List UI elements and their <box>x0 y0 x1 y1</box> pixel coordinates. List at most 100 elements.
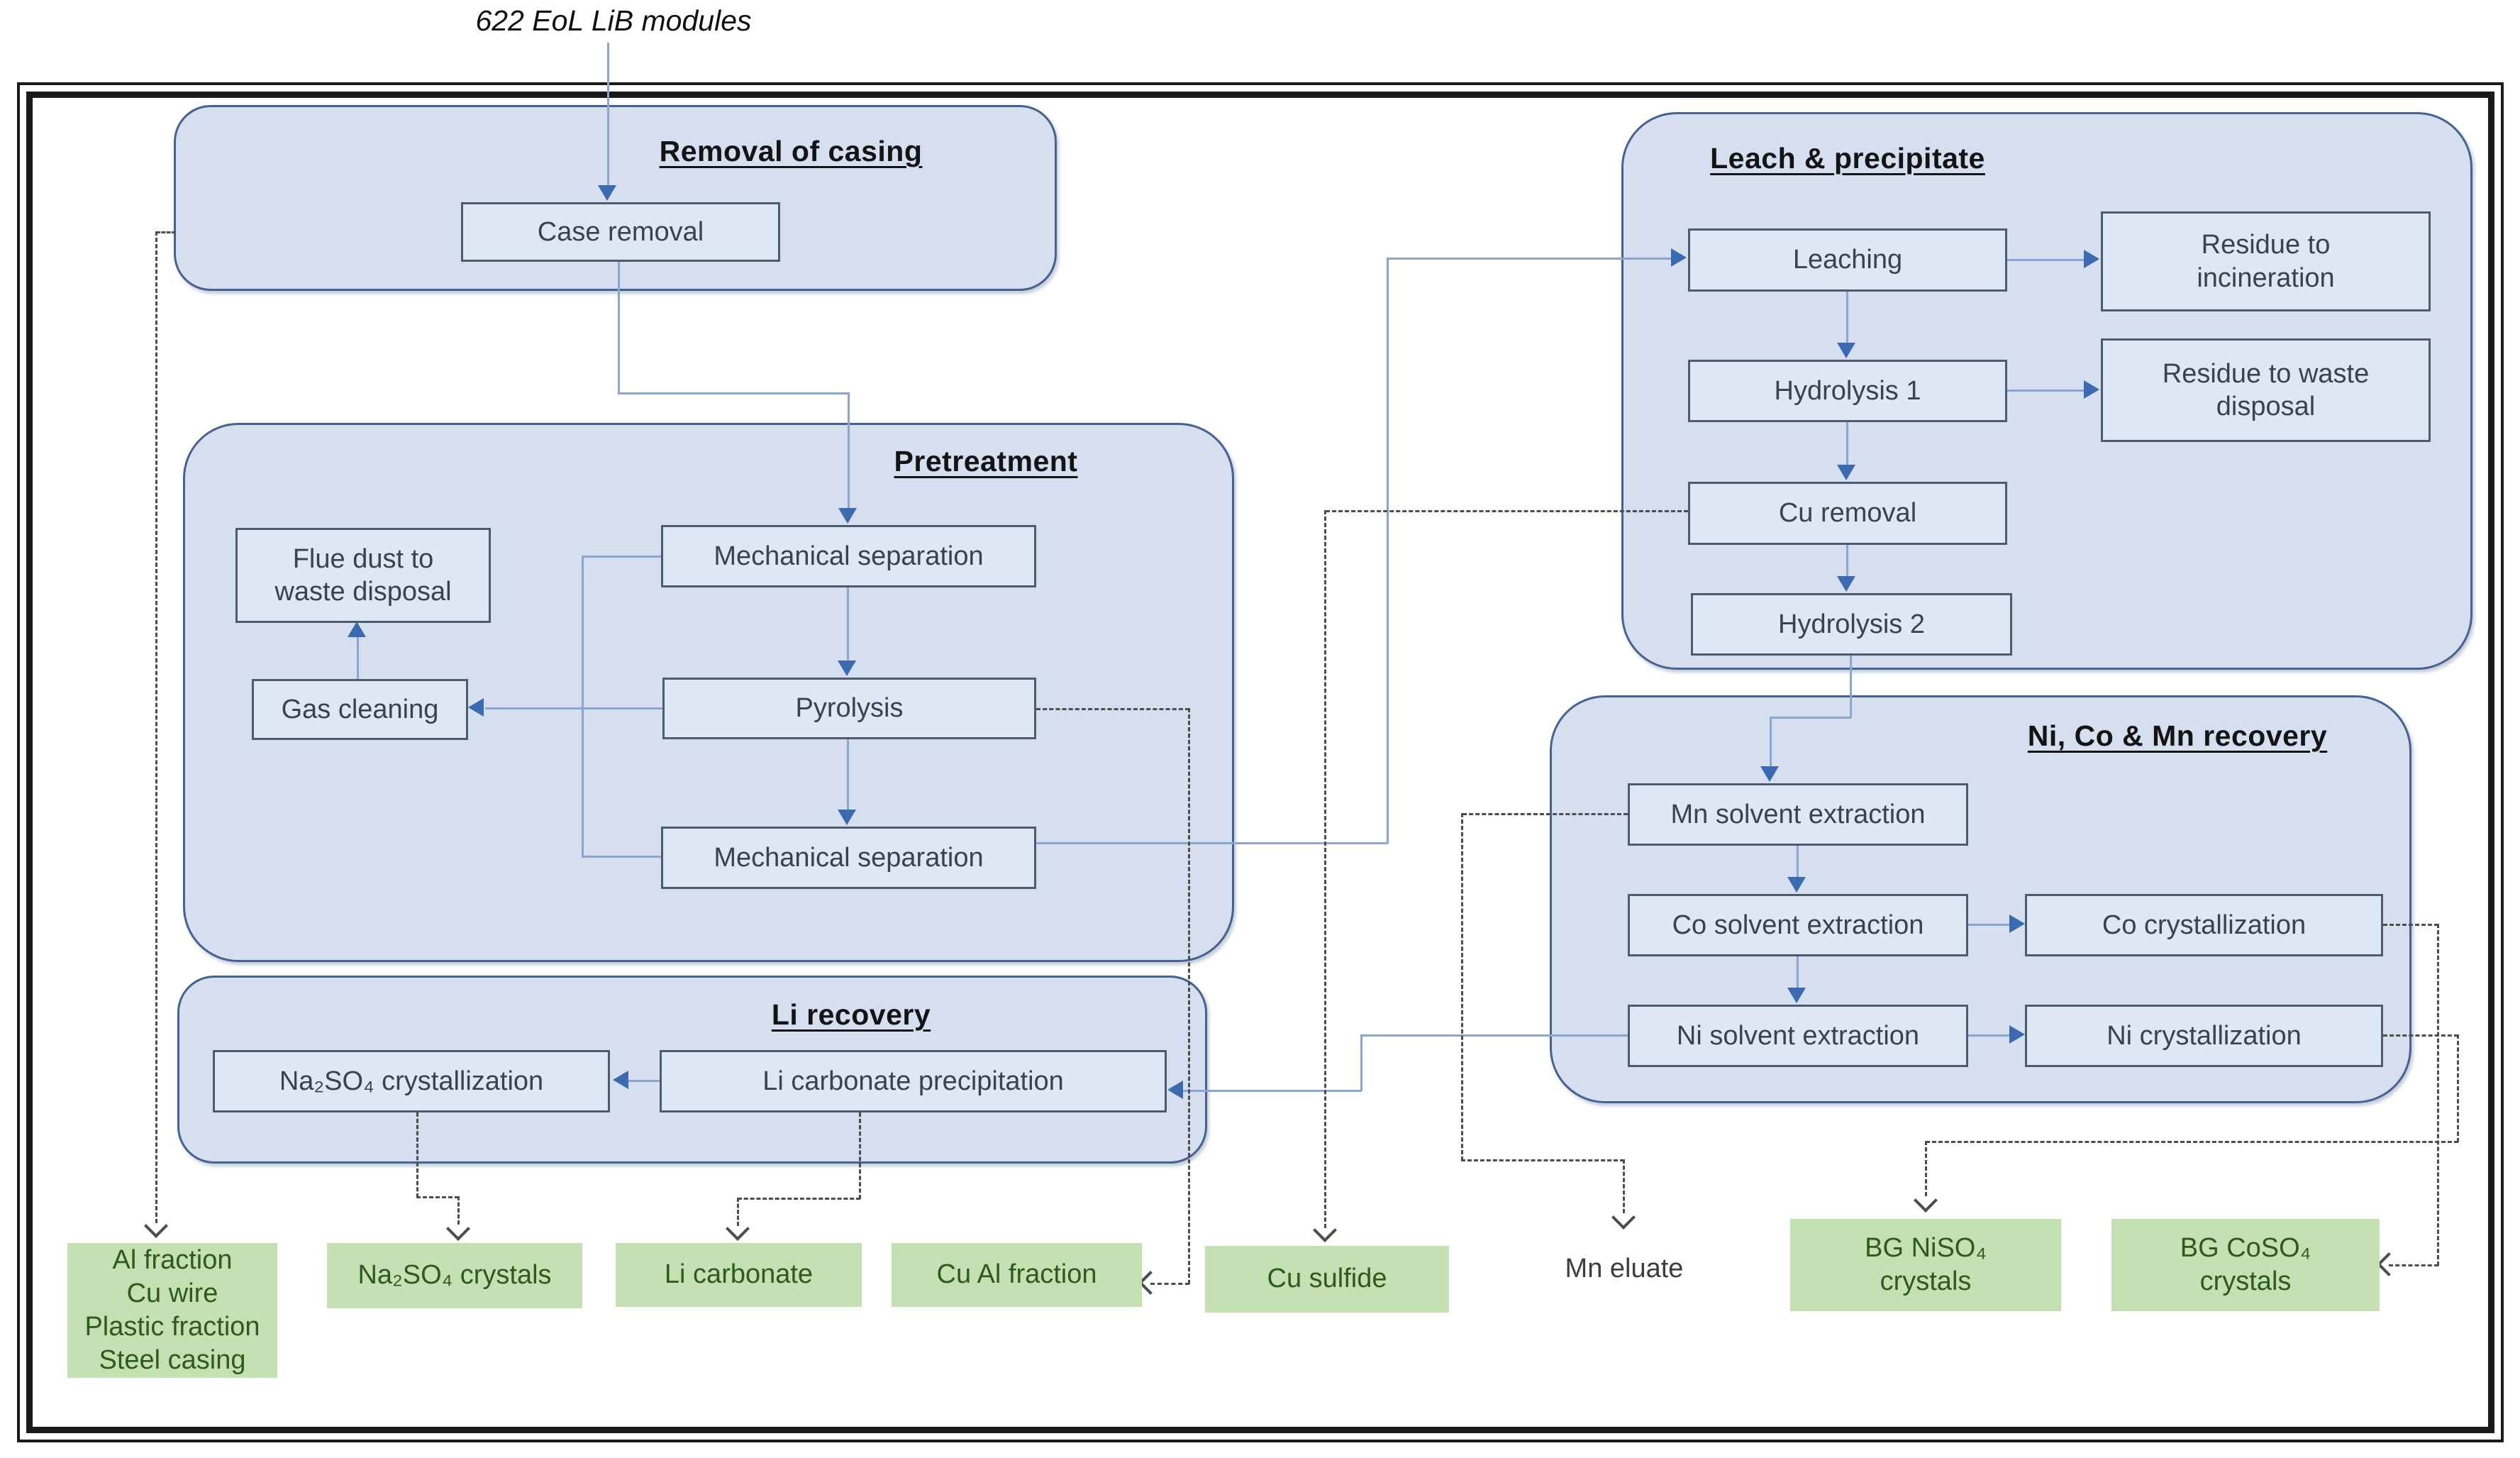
connector-li-carb-na2so4 <box>628 1080 661 1082</box>
connector-case-removal-down <box>618 262 620 394</box>
box-mechanical-separation-2: Mechanical separation <box>661 827 1036 889</box>
connector-leaching-residue <box>2007 259 2085 261</box>
connector-bypass-bottom <box>583 856 661 858</box>
connector-mn-co <box>1797 846 1799 878</box>
dashed-cu-removal-down <box>1324 510 1326 1228</box>
box-li-carbonate-precipitation: Li carbonate precipitation <box>660 1050 1167 1112</box>
box-cu-removal: Cu removal <box>1688 482 2007 545</box>
dashed-mn-right <box>1461 1159 1624 1161</box>
dashed-cu-removal-left <box>1326 510 1688 512</box>
box-mn-solvent-extraction: Mn solvent extraction <box>1628 783 1968 846</box>
connector-hydrolysis1-cu-removal <box>1846 422 1848 466</box>
connector-mech2-right <box>1036 842 1388 844</box>
output-na2so4-crystals: Na₂SO₄ crystals <box>327 1243 582 1308</box>
box-ni-solvent-extraction: Ni solvent extraction <box>1628 1005 1968 1067</box>
title-pretreatment: Pretreatment <box>894 445 1078 477</box>
arrow-into-na2so4-cryst <box>613 1071 628 1089</box>
connector-hydrolysis2-left <box>1770 717 1851 719</box>
box-hydrolysis-2: Hydrolysis 2 <box>1691 593 2012 656</box>
box-co-crystallization: Co crystallization <box>2025 894 2383 956</box>
box-na2so4-crystallization: Na₂SO₄ crystallization <box>213 1050 610 1112</box>
connector-hydrolysis2-down <box>1850 656 1852 718</box>
connector-into-mech-sep-1 <box>848 392 850 509</box>
connector-ni-sx-ni-cryst <box>1968 1034 2009 1037</box>
arrow-into-residue-incineration <box>2084 250 2099 268</box>
arrow-into-leaching <box>1671 248 1687 267</box>
dashed-na2so4-jog <box>416 1196 459 1198</box>
arrow-into-ni-sx <box>1787 988 1806 1003</box>
arrow-into-hydrolysis2 <box>1837 576 1855 592</box>
box-leaching: Leaching <box>1688 228 2007 292</box>
title-li-recovery: Li recovery <box>771 998 931 1031</box>
dashed-ni-left <box>1926 1141 2458 1143</box>
output-li-carbonate: Li carbonate <box>616 1243 862 1307</box>
inner-frame <box>26 92 2494 1433</box>
dashed-na2so4-down1 <box>416 1112 418 1198</box>
dashed-pyrolysis-down <box>1188 708 1190 1284</box>
connector-gas-cleaning-flue-dust <box>357 637 359 679</box>
dashed-mn-down2 <box>1623 1159 1625 1213</box>
connector-bypass-vertical <box>582 556 584 858</box>
box-flue-dust: Flue dust to waste disposal <box>235 528 491 623</box>
output-cu-sulfide: Cu sulfide <box>1205 1246 1449 1313</box>
arrow-into-co-sx <box>1787 877 1806 893</box>
arrow-into-hydrolysis1 <box>1837 343 1855 358</box>
box-pyrolysis: Pyrolysis <box>662 678 1036 739</box>
box-case-removal: Case removal <box>461 202 780 262</box>
box-hydrolysis-1: Hydrolysis 1 <box>1688 360 2007 422</box>
arrow-into-ni-cryst <box>2009 1025 2025 1044</box>
dashed-licarb-down1 <box>859 1112 861 1199</box>
dashed-co-down <box>2437 924 2439 1266</box>
connector-cu-removal-hydrolysis2 <box>1846 545 1848 578</box>
box-mechanical-separation-1: Mechanical separation <box>661 525 1036 587</box>
connector-case-removal-right <box>618 392 850 394</box>
title-leach-precipitate: Leach & precipitate <box>1710 142 1985 175</box>
dashed-ni-cryst-right <box>2383 1034 2458 1037</box>
title-removal-of-casing: Removal of casing <box>659 135 923 167</box>
box-residue-to-incineration: Residue to incineration <box>2101 211 2431 311</box>
connector-pyrolysis-gas-cleaning <box>485 707 662 709</box>
input-label: 622 EoL LiB modules <box>475 4 752 37</box>
connector-co-sx-co-cryst <box>1968 924 2009 926</box>
dashed-pyrolysis-right <box>1036 708 1189 710</box>
connector-ni-sx-left <box>1362 1034 1629 1037</box>
box-residue-to-waste-disposal: Residue to waste disposal <box>2101 338 2431 442</box>
dashed-casing-stub <box>156 231 176 233</box>
dashed-into-bg-coso4 <box>2389 1264 2438 1266</box>
box-co-solvent-extraction: Co solvent extraction <box>1628 894 1968 956</box>
title-ni-co-mn-recovery: Ni, Co & Mn recovery <box>2027 719 2328 752</box>
arrow-into-mech-sep-2 <box>838 810 856 825</box>
dashed-co-cryst-right <box>2383 924 2438 926</box>
arrow-into-flue-dust <box>348 622 366 637</box>
dashed-na2so4-down2 <box>457 1196 460 1225</box>
arrow-into-pyrolysis <box>838 661 856 676</box>
connector-mech2-up <box>1387 258 1389 844</box>
connector-input-to-case-removal <box>607 43 609 188</box>
connector-leaching-hydrolysis1 <box>1846 292 1848 344</box>
connector-into-mn-sx <box>1770 717 1772 768</box>
connector-mech1-pyrolysis <box>847 587 849 664</box>
connector-hydrolysis1-residue <box>2007 390 2085 392</box>
output-al-fraction: Al fraction Cu wire Plastic fraction Ste… <box>67 1243 277 1378</box>
dashed-licarb-left <box>738 1198 860 1200</box>
connector-into-leaching <box>1389 258 1672 260</box>
outer-frame <box>17 82 2504 1442</box>
dashed-casing-down <box>155 231 157 1223</box>
dashed-ni-down2 <box>1925 1141 1927 1196</box>
arrow-into-case-removal <box>598 185 616 201</box>
arrow-into-cu-removal <box>1837 465 1855 480</box>
arrow-into-mn-sx <box>1760 766 1779 782</box>
output-cu-al-fraction: Cu Al fraction <box>892 1243 1142 1307</box>
connector-co-ni <box>1797 956 1799 989</box>
box-ni-crystallization: Ni crystallization <box>2025 1005 2383 1067</box>
output-bg-coso4-crystals: BG CoSO₄ crystals <box>2111 1219 2380 1311</box>
arrow-into-mech-sep-1 <box>838 508 857 524</box>
dashed-licarb-down2 <box>737 1198 739 1226</box>
connector-pyrolysis-mech2 <box>847 739 849 813</box>
arrow-into-co-cryst <box>2009 915 2025 933</box>
connector-bypass-top <box>583 556 661 558</box>
output-bg-niso4-crystals: BG NiSO₄ crystals <box>1790 1219 2061 1311</box>
arrow-into-li-carb <box>1167 1081 1183 1099</box>
connector-ni-sx-step <box>1360 1034 1362 1091</box>
